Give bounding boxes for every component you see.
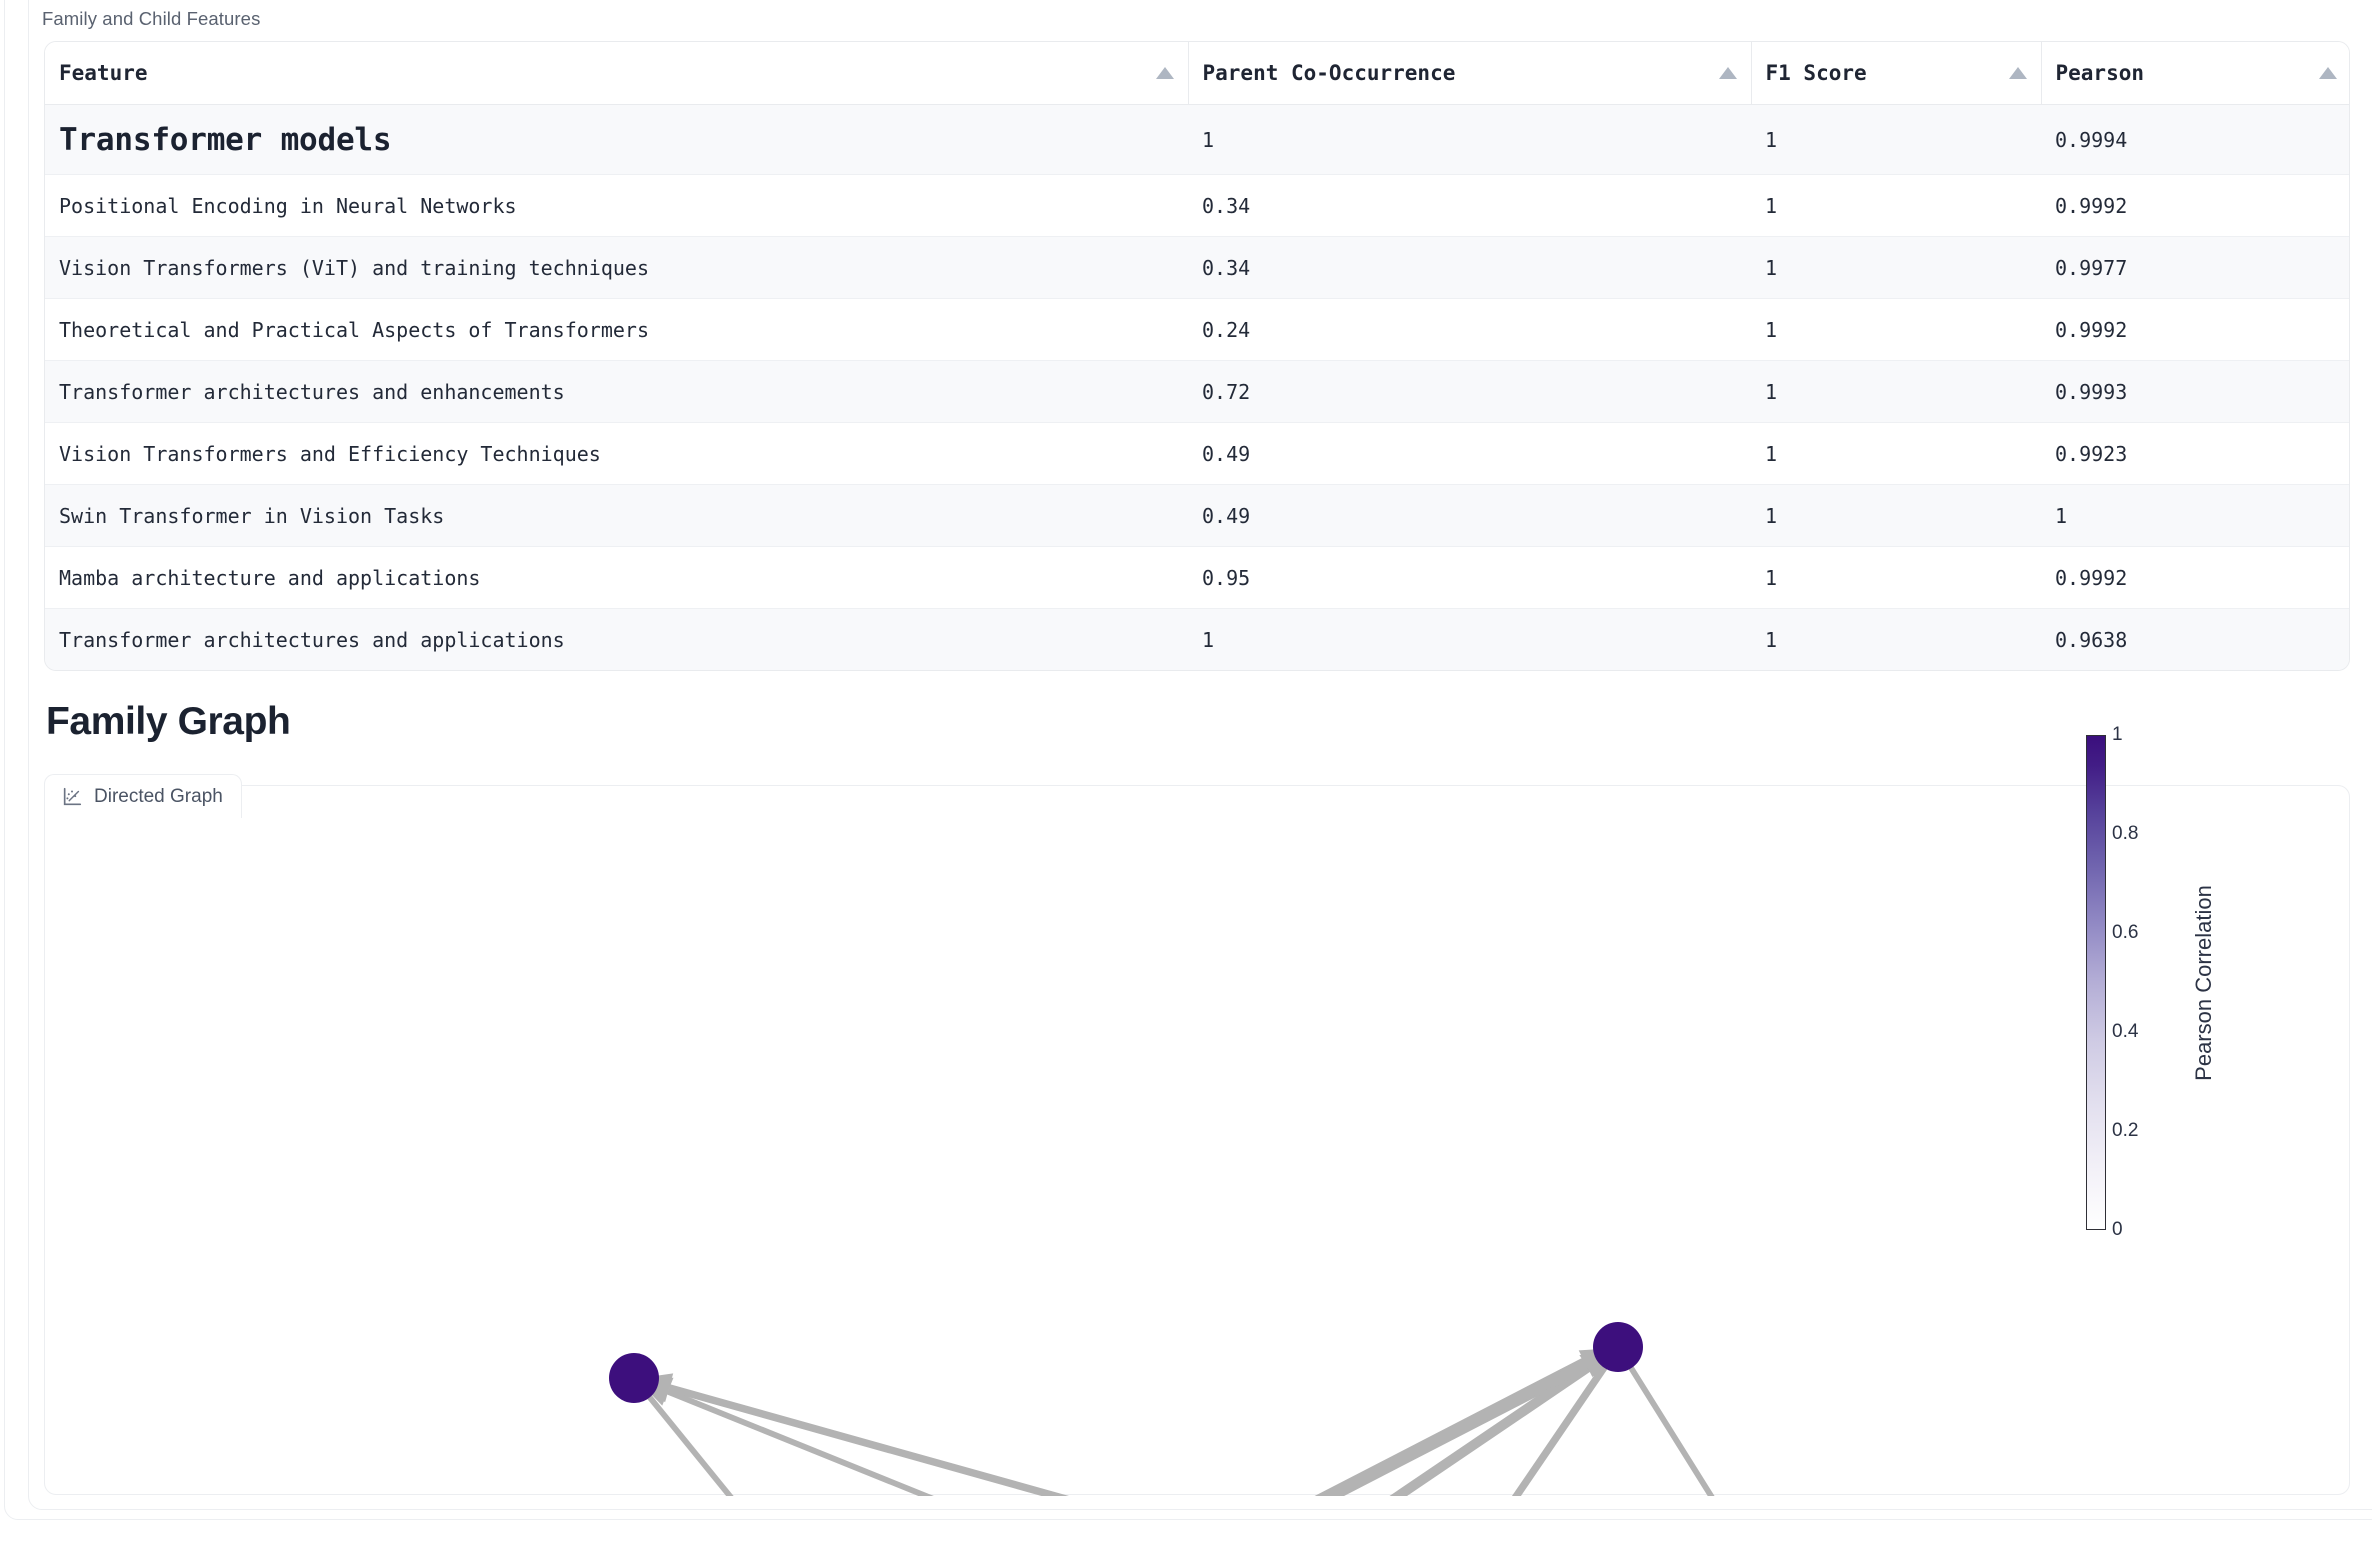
colorbar-gradient (2086, 735, 2106, 1230)
family-child-features-table-card: Feature Parent Co-Occurrence F1 Score (44, 41, 2350, 671)
cell-parent-co-occurrence: 0.95 (1188, 546, 1751, 609)
cell-f1-score: 1 (1751, 422, 2041, 485)
family-graph-title: Family Graph (46, 700, 291, 743)
table-row[interactable]: Transformer architectures and applicatio… (45, 608, 2349, 670)
graph-edge (634, 1380, 734, 1496)
scatter-chart-icon (63, 787, 82, 805)
cell-feature: Transformer models (45, 104, 1188, 175)
cell-pearson: 0.9638 (2041, 608, 2349, 670)
cell-feature: Transformer architectures and enhancemen… (45, 360, 1188, 423)
graph-edges (634, 1344, 1715, 1496)
table-header: Feature Parent Co-Occurrence F1 Score (45, 42, 2349, 105)
cell-pearson: 0.9923 (2041, 422, 2349, 485)
cell-parent-co-occurrence: 1 (1188, 608, 1751, 670)
graph-node[interactable] (1593, 1322, 1643, 1372)
sort-ascending-icon[interactable] (2008, 67, 2027, 79)
graph-nodes (609, 1322, 1643, 1403)
graph-edge (1318, 1344, 1616, 1496)
cell-parent-co-occurrence: 0.72 (1188, 360, 1751, 423)
tab-directed-graph-label: Directed Graph (94, 785, 223, 807)
family-child-features-table: Feature Parent Co-Occurrence F1 Score (45, 42, 2349, 670)
column-header-pearson[interactable]: Pearson (2041, 42, 2349, 105)
cell-feature: Vision Transformers (ViT) and training t… (45, 236, 1188, 299)
column-header-feature-label: Feature (59, 61, 148, 85)
tab-directed-graph[interactable]: Directed Graph (44, 774, 242, 818)
colorbar-tick: 1 (2112, 724, 2123, 745)
cell-pearson: 0.9994 (2041, 104, 2349, 175)
cell-f1-score: 1 (1751, 608, 2041, 670)
colorbar-tick: 0 (2112, 1219, 2123, 1240)
cell-feature: Swin Transformer in Vision Tasks (45, 484, 1188, 547)
colorbar-tick: 0.8 (2112, 823, 2139, 844)
cell-feature: Mamba architecture and applications (45, 546, 1188, 609)
column-header-pearson-label: Pearson (2055, 61, 2145, 85)
cell-f1-score: 1 (1751, 174, 2041, 237)
cell-f1-score: 1 (1751, 298, 2041, 361)
colorbar-title: Pearson Correlation (2191, 885, 2216, 1081)
cell-f1-score: 1 (1751, 546, 2041, 609)
colorbar-tick: 0.6 (2112, 922, 2139, 943)
sort-ascending-icon[interactable] (2319, 67, 2337, 79)
sort-ascending-icon[interactable] (1718, 67, 1737, 79)
table-row[interactable]: Vision Transformers and Efficiency Techn… (45, 422, 2349, 485)
cell-pearson: 0.9993 (2041, 360, 2349, 423)
graph-edge (1389, 1363, 1591, 1496)
cell-parent-co-occurrence: 0.49 (1188, 422, 1751, 485)
cell-f1-score: 1 (1751, 360, 2041, 423)
cell-f1-score: 1 (1751, 484, 2041, 547)
graph-edge (1314, 1357, 1589, 1496)
column-header-f1-score[interactable]: F1 Score (1751, 42, 2042, 105)
graph-node[interactable] (609, 1353, 659, 1403)
column-header-parent-co-occurrence[interactable]: Parent Co-Occurrence (1188, 42, 1752, 105)
column-header-f1-score-label: F1 Score (1765, 61, 1867, 85)
table-row[interactable]: Theoretical and Practical Aspects of Tra… (45, 298, 2349, 361)
pearson-colorbar: 1 0.8 0.6 0.4 0.2 0 Pearson Correlation (2086, 724, 2286, 1245)
cell-parent-co-occurrence: 0.24 (1188, 298, 1751, 361)
family-graph-card[interactable] (44, 785, 2351, 1496)
cell-pearson: 0.9977 (2041, 236, 2349, 299)
cell-f1-score: 1 (1751, 104, 2041, 175)
table-row[interactable]: Transformer architectures and enhancemen… (45, 360, 2349, 423)
cell-feature: Transformer architectures and applicatio… (45, 608, 1188, 670)
cell-f1-score: 1 (1751, 236, 2041, 299)
cell-parent-co-occurrence: 0.49 (1188, 484, 1751, 547)
graph-edge (668, 1384, 1070, 1496)
colorbar-tick: 0.4 (2112, 1021, 2139, 1042)
cell-pearson: 1 (2041, 484, 2349, 547)
cell-pearson: 0.9992 (2041, 298, 2349, 361)
cell-parent-co-occurrence: 1 (1188, 104, 1751, 175)
cell-feature: Vision Transformers and Efficiency Techn… (45, 422, 1188, 485)
colorbar-tick: 0.2 (2112, 1120, 2139, 1141)
cell-parent-co-occurrence: 0.34 (1188, 174, 1751, 237)
column-header-feature[interactable]: Feature (45, 42, 1189, 105)
cell-feature: Theoretical and Practical Aspects of Tra… (45, 298, 1188, 361)
table-header-row: Feature Parent Co-Occurrence F1 Score (45, 42, 2349, 105)
cell-pearson: 0.9992 (2041, 174, 2349, 237)
table-caption: Family and Child Features (42, 8, 261, 29)
column-header-parent-co-occurrence-label: Parent Co-Occurrence (1202, 61, 1456, 85)
table-row[interactable]: Vision Transformers (ViT) and training t… (45, 236, 2349, 299)
cell-parent-co-occurrence: 0.34 (1188, 236, 1751, 299)
sort-ascending-icon[interactable] (1155, 67, 1174, 79)
cell-pearson: 0.9992 (2041, 546, 2349, 609)
graph-edge (1511, 1349, 1619, 1496)
cell-feature: Positional Encoding in Neural Networks (45, 174, 1188, 237)
graph-edge (666, 1388, 934, 1496)
family-graph-canvas[interactable] (45, 786, 2351, 1496)
graph-edge (1618, 1349, 1715, 1496)
